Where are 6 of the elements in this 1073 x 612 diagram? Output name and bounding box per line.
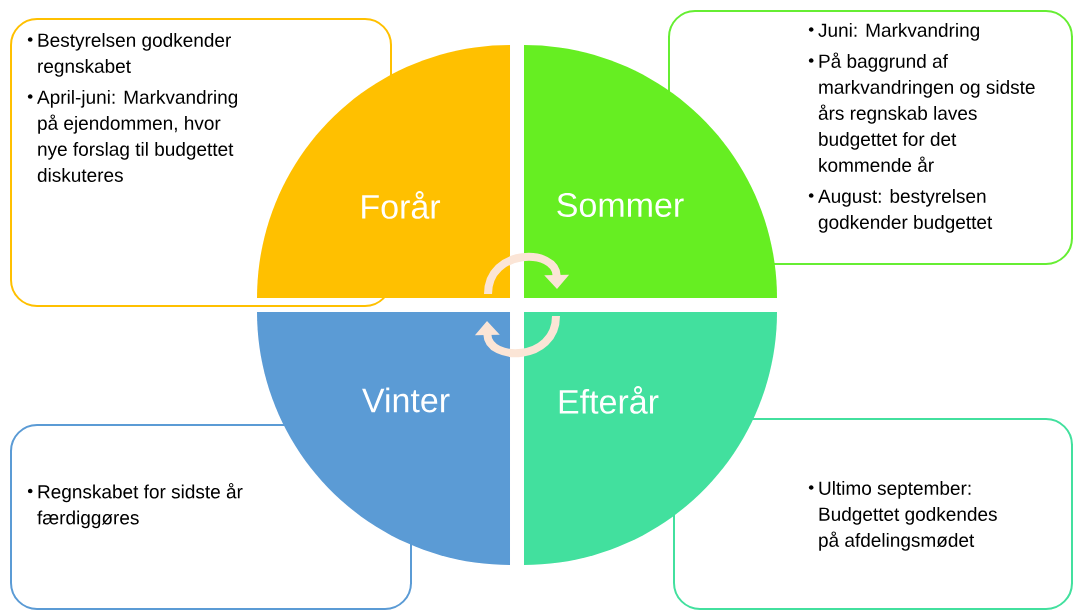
quadrant: Vinter <box>257 312 510 565</box>
quadrant: Forår <box>257 45 510 298</box>
quadrant: Sommer <box>524 45 777 298</box>
cycle-arrow <box>484 252 570 295</box>
quadrant: Efterår <box>524 312 777 565</box>
text-box: Ultimo september: Budgettet godkendes på afdelingsmødet <box>673 418 1073 610</box>
